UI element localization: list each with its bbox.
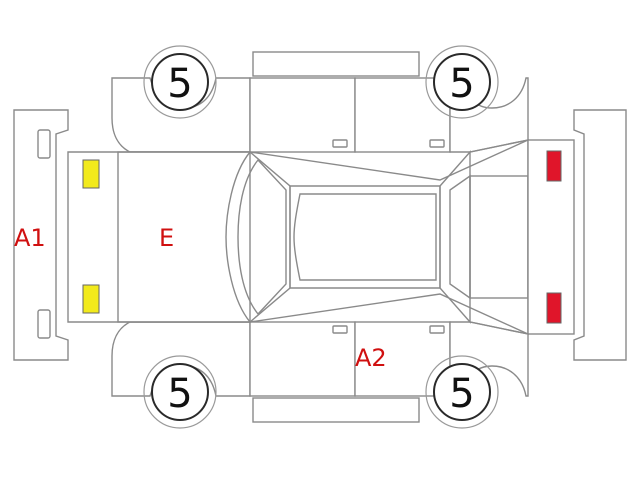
front-bumper	[13, 109, 69, 361]
tire-rear-right: 5	[425, 355, 499, 429]
rear-bumper	[573, 109, 627, 361]
roof-rail-top	[252, 51, 420, 77]
damage-code-front-bumper: A1	[14, 224, 46, 252]
taillight-top	[546, 150, 562, 182]
tire-rear-left-value: 5	[449, 61, 474, 107]
upper-side-panels	[111, 77, 529, 153]
taillight-bottom	[546, 292, 562, 324]
tire-front-right: 5	[143, 355, 217, 429]
tire-front-left: 5	[143, 45, 217, 119]
damage-code-left-side: A2	[355, 344, 387, 372]
tire-front-left-value: 5	[167, 61, 192, 107]
headlight-bottom	[82, 284, 100, 314]
tire-front-right-value: 5	[167, 371, 192, 417]
lower-side-panels	[111, 321, 529, 397]
car-top-body	[67, 138, 575, 336]
tire-rear-right-value: 5	[449, 371, 474, 417]
headlight-top	[82, 159, 100, 189]
roof-rail-bottom	[252, 397, 420, 423]
hood-panel	[117, 151, 251, 323]
tire-rear-left: 5	[425, 45, 499, 119]
damage-code-hood: E	[159, 224, 174, 252]
